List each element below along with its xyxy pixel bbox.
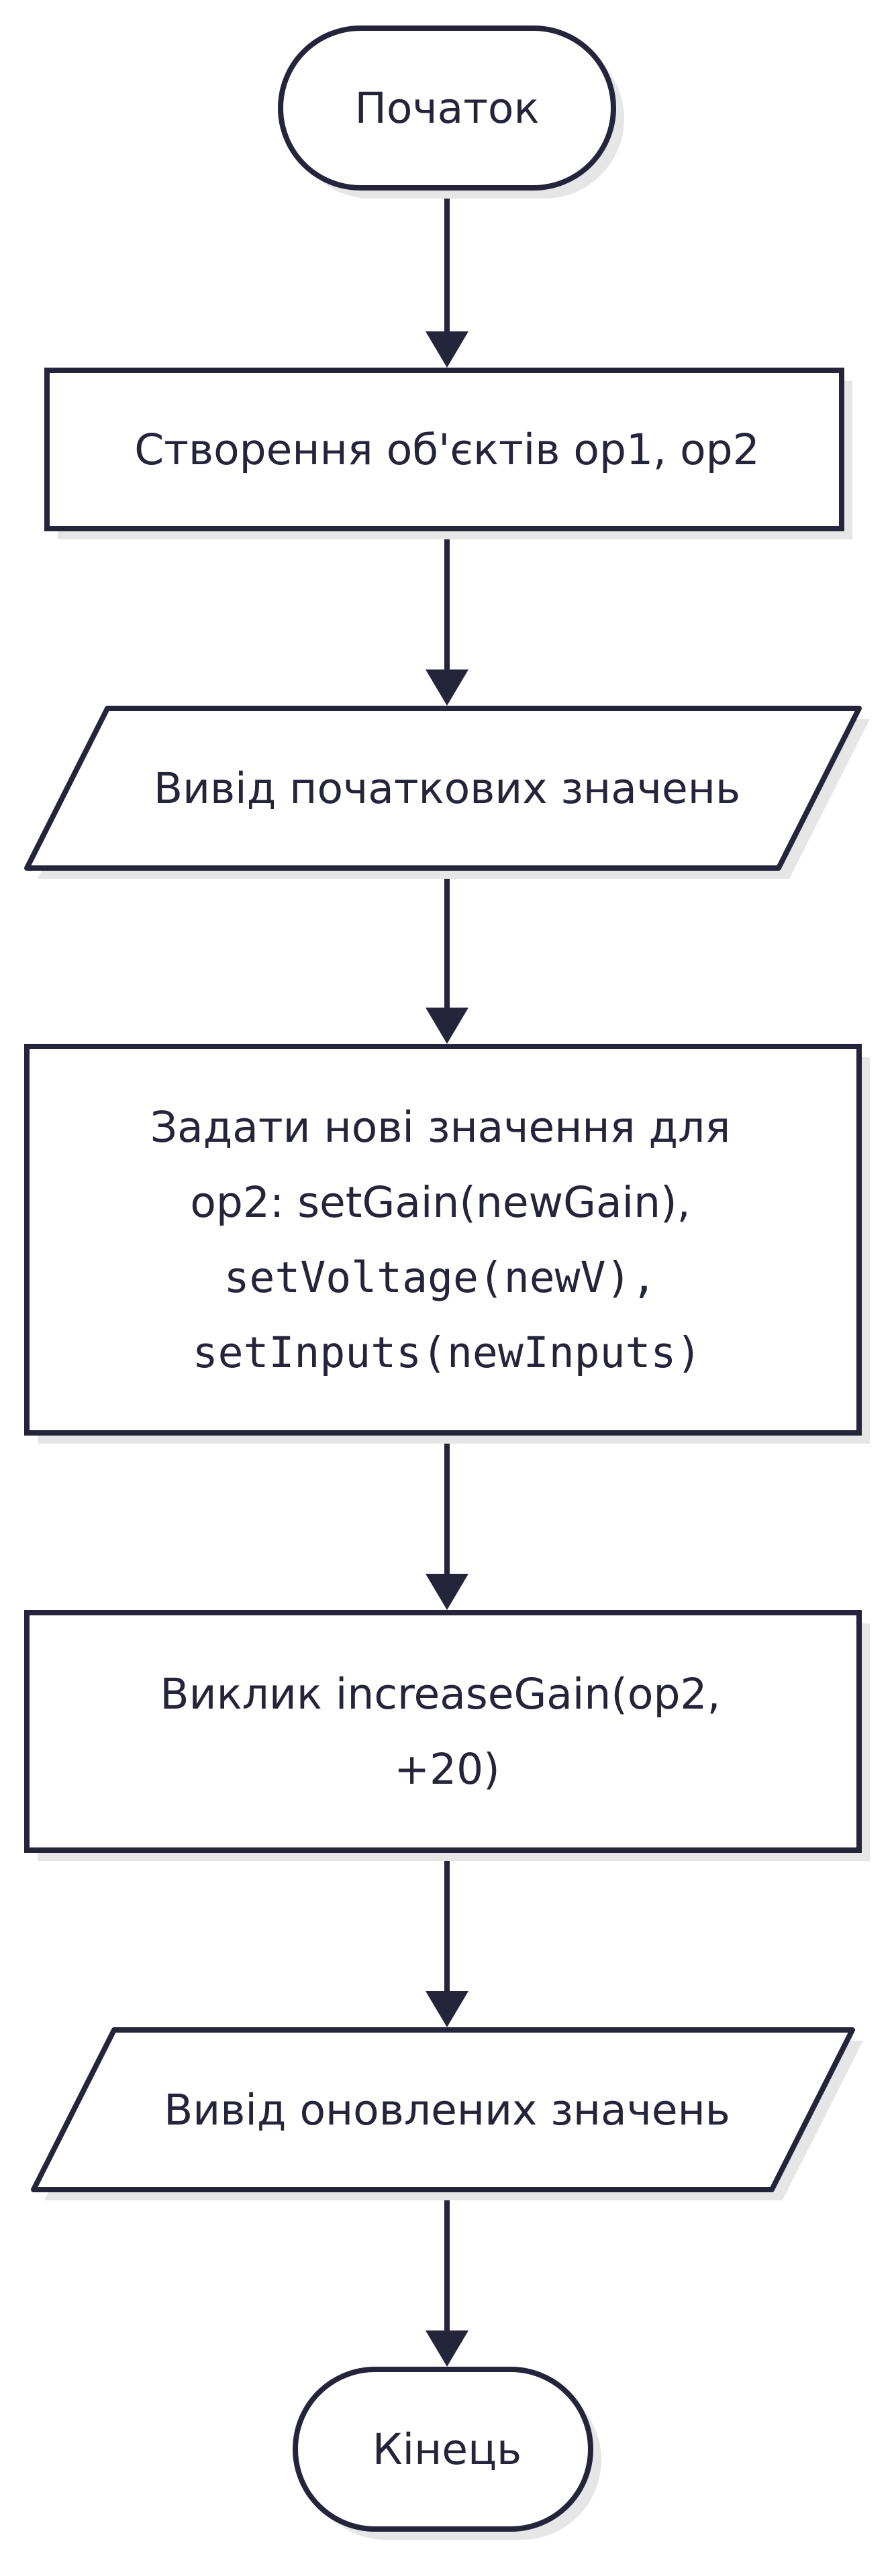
- output-initial-io: Вивід початкових значень: [24, 706, 870, 879]
- arrowhead: [426, 1991, 468, 2027]
- node-line: Вивід початкових значень: [154, 764, 740, 813]
- start-terminator: Початок: [278, 25, 624, 199]
- arrowhead: [426, 1574, 468, 1610]
- arrowhead: [426, 669, 468, 706]
- node-line: Початок: [354, 84, 539, 133]
- node-line: setVoltage(newV),: [224, 1253, 657, 1302]
- io-parallelogram-shape: [24, 706, 862, 871]
- io-parallelogram-shape: [31, 2027, 855, 2192]
- edge-start-to-create: [426, 191, 468, 368]
- node-line: Задати нові значення для: [150, 1103, 731, 1152]
- edge-output-updated-to-end: [426, 2192, 468, 2367]
- output-updated-io: Вивід оновлених значень: [31, 2027, 863, 2200]
- set-values-process: Задати нові значення для op2: setGain(ne…: [24, 1044, 870, 1444]
- edge-call-increase-to-output-updated: [426, 1853, 468, 2027]
- process-shape: [44, 368, 844, 531]
- terminator-shape: [278, 25, 616, 191]
- node-line: setInputs(newInputs): [193, 1328, 702, 1377]
- edge-set-values-to-call-increase: [426, 1436, 468, 1610]
- arrowhead: [426, 1008, 468, 1044]
- node-line: Вивід оновлених значень: [164, 2086, 730, 2135]
- arrowhead: [426, 2330, 468, 2367]
- arrowhead: [426, 331, 468, 368]
- set-values-label: Задати нові значення для op2: setGain(ne…: [150, 1103, 744, 1377]
- output-initial-label: Вивід початкових значень: [154, 764, 740, 813]
- node-line: Виклик increaseGain(op2,: [160, 1670, 720, 1719]
- output-updated-label: Вивід оновлених значень: [164, 2086, 730, 2135]
- end-terminator: Кінець: [293, 2367, 601, 2540]
- call-increase-gain-process: Виклик increaseGain(op2, +20): [24, 1610, 870, 1861]
- end-label: Кінець: [372, 2425, 522, 2474]
- edge-create-to-output-initial: [426, 531, 468, 706]
- node-line: +20): [394, 1745, 500, 1794]
- create-objects-label: Створення об'єктів op1, op2: [134, 425, 759, 474]
- node-line: op2: setGain(newGain),: [190, 1178, 690, 1227]
- call-increase-gain-label: Виклик increaseGain(op2, +20): [160, 1670, 734, 1794]
- create-objects-process: Створення об'єктів op1, op2: [44, 368, 852, 539]
- process-shape: [24, 1610, 862, 1853]
- terminator-shape: [293, 2367, 593, 2532]
- process-shape: [24, 1044, 862, 1436]
- start-label: Початок: [354, 84, 539, 133]
- node-line: Кінець: [372, 2425, 522, 2474]
- node-line: Створення об'єктів op1, op2: [134, 425, 759, 474]
- edge-output-initial-to-set-values: [426, 871, 468, 1044]
